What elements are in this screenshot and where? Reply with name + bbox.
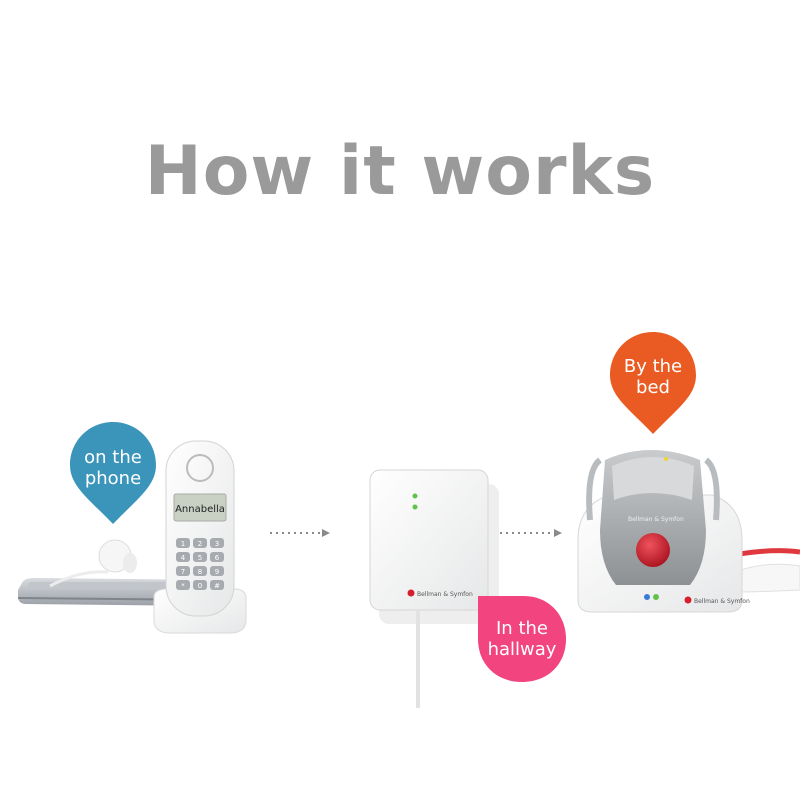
bedside-alarm-unit: Bellman & Symfon Bellman & Symfon — [577, 450, 800, 613]
handset-display-text: Annabella — [175, 504, 225, 515]
bed-unit-brand-upper: Bellman & Symfon — [628, 516, 684, 523]
pin-shape-bed — [610, 332, 696, 434]
label-on-the-phone: on the phone — [84, 447, 142, 489]
keypad-key-label: 1 — [181, 540, 185, 548]
location-pin-phone: on the phone — [66, 418, 160, 528]
keypad-key — [193, 580, 207, 590]
pin-shape-phone — [70, 422, 156, 524]
keypad-key — [210, 538, 224, 548]
page-title: How it works — [144, 132, 656, 211]
repeater-unit: Bellman & Symfon — [369, 469, 499, 708]
keypad-key — [210, 552, 224, 562]
keypad-key-label: 5 — [198, 554, 202, 562]
keypad-key — [176, 552, 190, 562]
keypad-key-label: 0 — [198, 582, 202, 590]
location-pin-hallway: In the hallway — [474, 592, 570, 688]
earphone — [49, 539, 137, 588]
keypad-key-label: 6 — [215, 554, 220, 562]
keypad-key — [193, 552, 207, 562]
arrow-2 — [500, 529, 562, 537]
keypad-key — [176, 580, 190, 590]
cordless-handset: Annabella 1 2 3 4 5 6 7 8 9 * 0 # — [165, 440, 235, 617]
keypad-key-label: 2 — [198, 540, 202, 548]
keypad-key-label: # — [214, 582, 220, 590]
keypad-key-label: 3 — [215, 540, 219, 548]
keypad-key — [210, 566, 224, 576]
location-pin-bed: By the bed — [606, 330, 700, 438]
keypad-key-label: 7 — [181, 568, 185, 576]
keypad-key — [210, 580, 224, 590]
label-in-the-hallway: In the hallway — [487, 618, 557, 660]
pin-shape-hallway — [478, 596, 566, 682]
keypad-key-label: 4 — [181, 554, 186, 562]
bed-unit-brand: Bellman & Symfon — [694, 598, 750, 605]
arrow-1 — [270, 529, 330, 537]
keypad-key — [193, 566, 207, 576]
repeater-brand: Bellman & Symfon — [417, 591, 473, 598]
keypad-key — [193, 538, 207, 548]
keypad-key — [176, 538, 190, 548]
keypad-key-label: 8 — [198, 568, 202, 576]
label-by-the-bed: By the bed — [623, 356, 683, 398]
keypad-key-label: * — [181, 582, 185, 590]
keypad-key — [176, 566, 190, 576]
keypad-key-label: 9 — [215, 568, 219, 576]
